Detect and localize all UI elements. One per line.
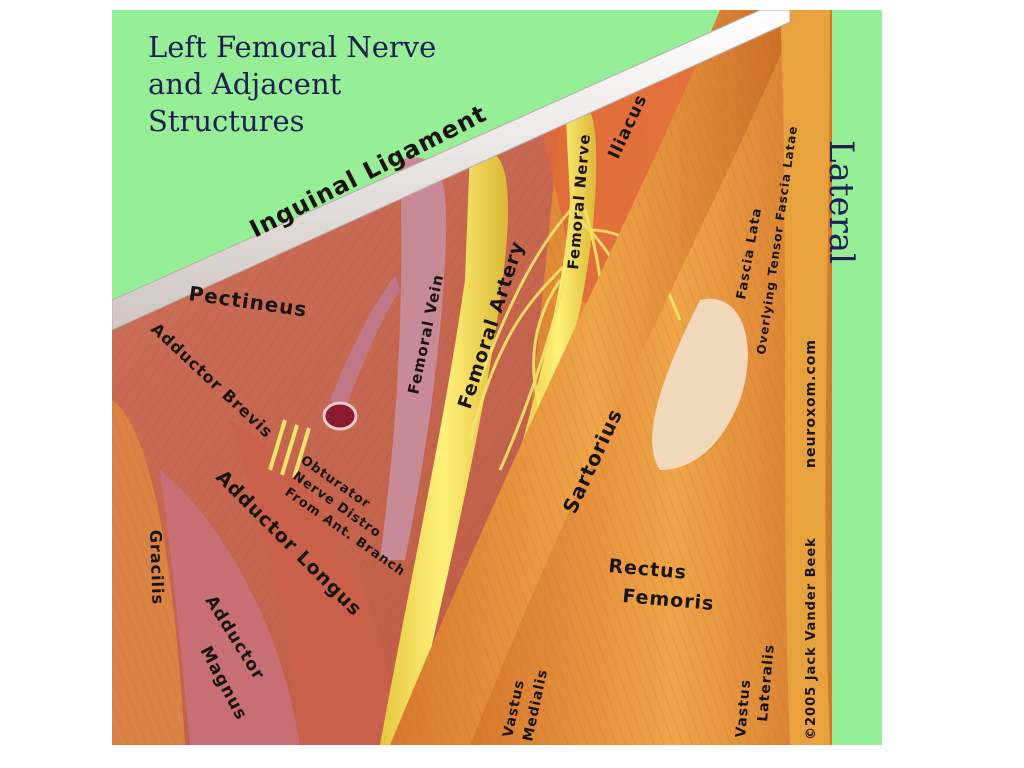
vein-branch	[330, 275, 400, 410]
title-line-2: and Adjacent	[148, 67, 342, 101]
title-line-1: Left Femoral Nerve	[148, 30, 436, 64]
obturator-nerve-branches	[268, 419, 311, 479]
right-green-margin	[832, 10, 882, 745]
inguinal-ligament	[112, 10, 791, 331]
fascia-patch	[652, 298, 748, 470]
label-vastus-lateralis-1: Vastus	[733, 678, 754, 738]
femoral-artery	[380, 149, 509, 745]
vein-cut-end	[322, 401, 358, 431]
label-vastus-lateralis-2: Lateralis	[755, 643, 778, 722]
label-website: neuroxom.com	[803, 339, 819, 468]
femoral-vein	[380, 157, 447, 560]
label-copyright: ©2005 Jack Vander Beek	[804, 537, 819, 740]
adductor-longus-muscle	[230, 420, 400, 745]
femoral-nerve	[520, 99, 597, 450]
label-gracilis: Gracilis	[146, 529, 168, 605]
tensor-fascia-latae	[780, 10, 830, 745]
title-line-3: Structures	[148, 104, 305, 138]
adductor-magnus-muscle	[160, 470, 300, 745]
lateral-label: Lateral	[821, 140, 861, 264]
